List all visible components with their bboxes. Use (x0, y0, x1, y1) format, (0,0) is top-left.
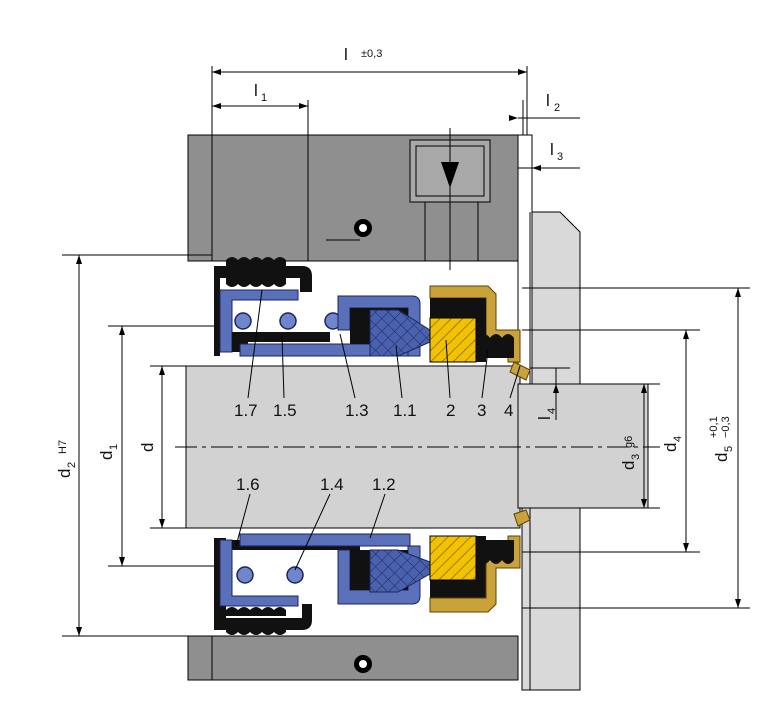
housing-bottom (187, 635, 519, 681)
seal-upper (212, 257, 531, 381)
dimension-arrowheads (76, 69, 741, 636)
part-label: 1.1 (393, 401, 417, 420)
flow-arrow-icon (441, 128, 459, 270)
dim-d3-tolerance: g6 (623, 436, 635, 448)
part-label: 1.7 (234, 401, 258, 420)
dim-d5-tolerance-upper: +0,1 (708, 416, 720, 438)
dim-l-tolerance: ±0,3 (361, 48, 382, 60)
dim-d1: d (97, 451, 116, 460)
part-label: 3 (477, 401, 486, 420)
dimension-labels: l ±0,3 l 1 l 2 l 3 l 4 d 2 H7 d 1 d d 3 … (55, 45, 735, 478)
dim-d5-sub: 5 (723, 446, 735, 452)
dim-d5-tolerance-lower: −0,3 (720, 416, 732, 438)
seal-lower (214, 509, 531, 635)
part-label: 1.5 (273, 401, 297, 420)
dim-d: d (138, 443, 157, 452)
part-number-labels: 1.7 1.5 1.3 1.1 2 3 4 1.6 1.4 1.2 (234, 401, 513, 494)
dim-d2-sub: 2 (66, 462, 78, 468)
dim-l4: l (535, 416, 554, 420)
part-label: 4 (504, 401, 513, 420)
dim-l3-sub: 3 (557, 151, 563, 163)
part-label: 1.4 (320, 475, 344, 494)
part-label: 2 (446, 401, 455, 420)
dim-d5: d (712, 453, 731, 462)
dim-d2: d (55, 469, 74, 478)
dim-l1-sub: 1 (261, 92, 267, 104)
dim-l4-sub: 4 (546, 408, 558, 414)
dim-d4: d (661, 443, 680, 452)
dim-d3: d (619, 461, 638, 470)
dim-d4-sub: 4 (672, 436, 684, 442)
dim-l: l (344, 45, 348, 64)
part-leaders (235, 289, 521, 571)
dim-l1: l (254, 81, 258, 100)
part-label: 1.3 (345, 401, 369, 420)
dim-d3-sub: 3 (630, 454, 642, 460)
part-label: 1.2 (372, 475, 396, 494)
dim-l2-sub: 2 (554, 102, 560, 114)
part-label: 1.6 (236, 475, 260, 494)
dim-d2-tolerance: H7 (57, 440, 69, 454)
housing-top (187, 134, 519, 262)
dim-d1-sub: 1 (108, 444, 120, 450)
dimension-lines (62, 66, 750, 637)
dim-l3: l (550, 140, 554, 159)
dim-l2: l (546, 91, 550, 110)
